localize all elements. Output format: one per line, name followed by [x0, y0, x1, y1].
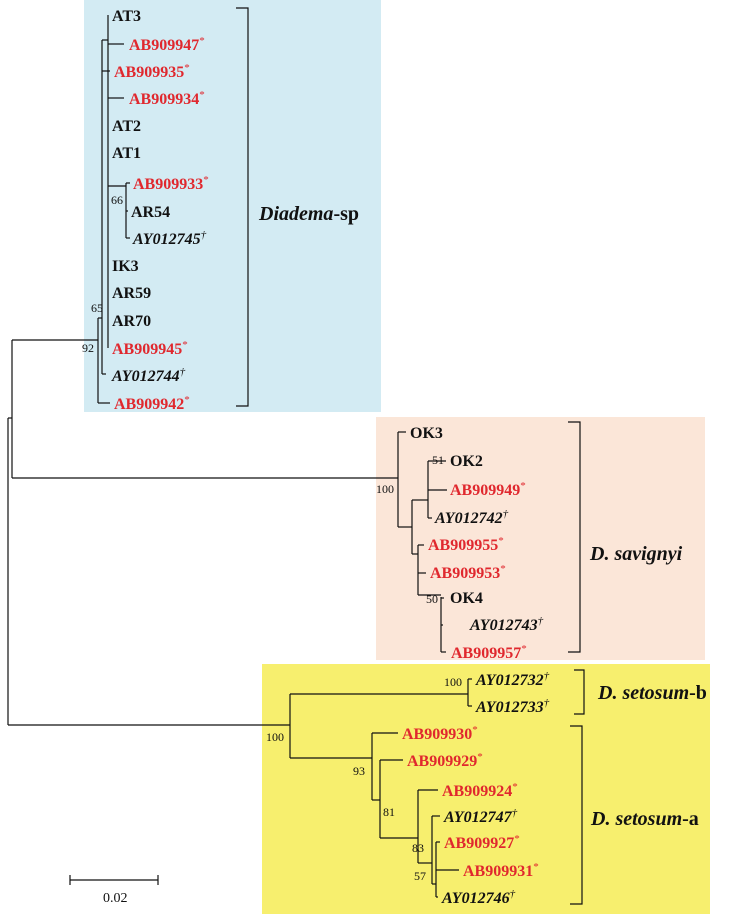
tip-label: AB909953*: [430, 563, 506, 582]
setosum-b-bracket: [574, 669, 585, 715]
tip-label: AR59: [112, 285, 151, 302]
tip-label: AB909957*: [451, 643, 527, 662]
tip-label: AY012746†: [441, 888, 516, 907]
diadema-sp-bracket: [236, 7, 249, 407]
clade-label-diadema-sp: Diadema-sp: [258, 203, 359, 225]
clade-label-setosum-b: D. setosum-b: [597, 682, 707, 704]
tip-label: AR54: [131, 204, 170, 221]
bootstrap-value: 51: [432, 453, 444, 467]
tip-label: AY012744†: [111, 366, 186, 385]
tip-label: AB909935*: [114, 62, 190, 81]
tip-label: AB909949*: [450, 480, 526, 499]
bootstrap-value: 57: [414, 869, 426, 883]
bootstrap-value: 93: [353, 764, 365, 778]
tip-label: AY012733†: [475, 697, 550, 716]
tip-label: AR70: [112, 313, 151, 330]
clade-label-savignyi: D. savignyi: [589, 543, 683, 565]
bootstrap-value: 100: [376, 482, 394, 496]
bootstrap-value: 81: [383, 805, 395, 819]
tip-label: AB909931*: [463, 861, 539, 880]
clade-brackets: [236, 7, 585, 905]
tip-label: AB909933*: [133, 174, 209, 193]
tip-label: AB909947*: [129, 35, 205, 54]
setosum-clade-box: [262, 664, 710, 914]
diadema-sp-clade-box: [84, 0, 381, 412]
bootstrap-value: 66: [111, 193, 123, 207]
tip-label: AT3: [112, 8, 141, 25]
tip-label: OK2: [450, 453, 483, 470]
tip-label: AT1: [112, 145, 141, 162]
bootstrap-value: 50: [426, 592, 438, 606]
tip-label: AY012747†: [443, 807, 518, 826]
tip-label: AB909945*: [112, 339, 188, 358]
tip-label: AY012742†: [434, 508, 509, 527]
tip-label: AB909934*: [129, 89, 205, 108]
bootstrap-value: 100: [266, 730, 284, 744]
tip-label: AB909955*: [428, 535, 504, 554]
savignyi-bracket: [568, 421, 581, 653]
scale-bar: 0.02: [69, 875, 159, 906]
tip-label: OK3: [410, 425, 443, 442]
tip-label: AB909927*: [444, 833, 520, 852]
tree-edges: [7, 15, 472, 898]
tip-label: AB909942*: [114, 394, 190, 413]
tip-label: IK3: [112, 258, 139, 275]
savignyi-clade-box: [376, 417, 705, 660]
tip-label: AB909929*: [407, 751, 483, 770]
tip-label: AB909924*: [442, 781, 518, 800]
bootstrap-value: 92: [82, 341, 94, 355]
tip-label: AY012732†: [475, 670, 550, 689]
tip-label: AY012743†: [469, 615, 544, 634]
clade-label-setosum-a: D. setosum-a: [590, 808, 699, 830]
setosum-a-bracket: [570, 725, 583, 905]
tip-label: AB909930*: [402, 724, 478, 743]
tip-label: OK4: [450, 590, 483, 607]
bootstrap-value: 100: [444, 675, 462, 689]
tip-label: AY012745†: [132, 229, 207, 248]
bootstrap-value: 83: [412, 841, 424, 855]
bootstrap-value: 65: [91, 301, 103, 315]
tip-label: AT2: [112, 118, 141, 135]
scale-bar-label: 0.02: [103, 891, 128, 906]
